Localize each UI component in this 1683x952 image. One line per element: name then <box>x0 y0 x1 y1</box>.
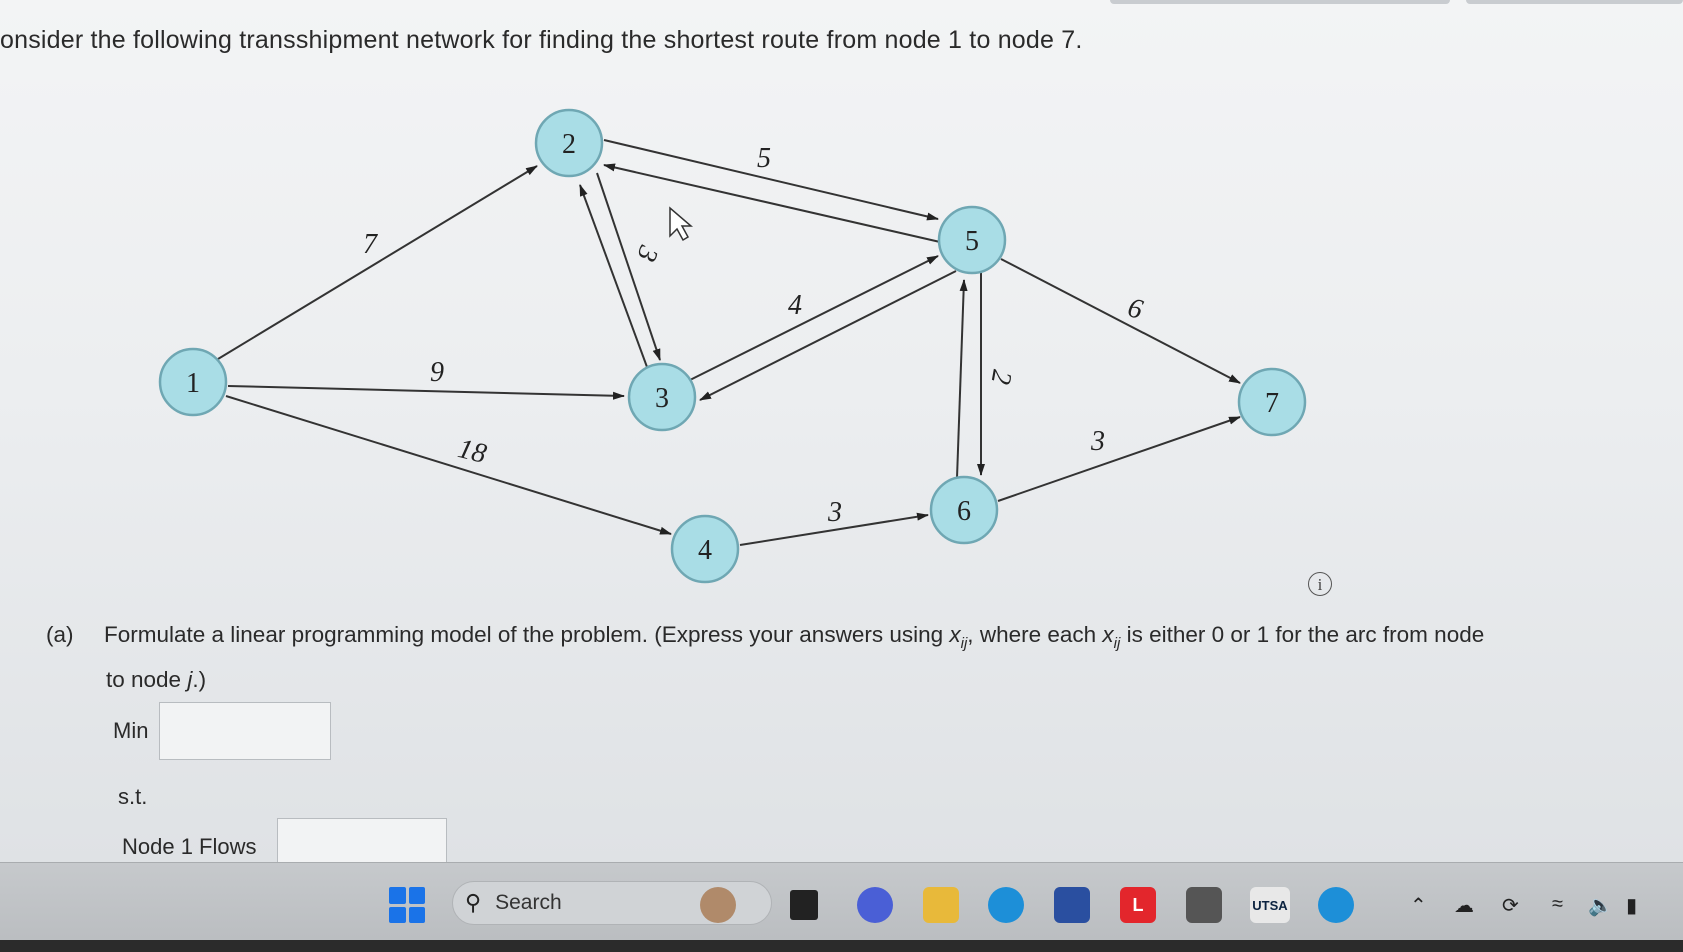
edge-6-7 <box>997 416 1241 502</box>
widget-avatar-icon[interactable] <box>700 887 736 923</box>
node-5: 5 <box>937 205 1007 275</box>
svg-text:6: 6 <box>957 496 971 527</box>
browser-page: onsider the following transshipment netw… <box>0 0 1683 862</box>
node-7: 7 <box>1237 367 1307 437</box>
st-label: s.t. <box>118 784 148 809</box>
top-tab-bar-2 <box>1466 0 1683 4</box>
screen-bezel <box>0 940 1683 952</box>
edge-2-3 <box>596 172 661 361</box>
node-1-flows-label: Node 1 Flows <box>122 834 257 859</box>
edge-1-2 <box>217 165 538 360</box>
edge-6-5 <box>956 279 968 479</box>
edge-4-6 <box>739 512 929 546</box>
node-3: 3 <box>627 362 697 432</box>
search-label: Search <box>495 891 562 914</box>
part-a-tag: (a) <box>46 622 74 647</box>
weight-1-4: 18 <box>455 433 490 470</box>
microsoft-store-icon[interactable] <box>1054 887 1090 923</box>
taskbar: ⚲ Search L UTSA ⌃ ☁ ⟳ ≈ 🔈 ▮ <box>0 862 1683 952</box>
wifi-icon[interactable]: ≈ <box>1552 893 1563 915</box>
utsa-icon[interactable]: UTSA <box>1250 887 1290 923</box>
volume-icon[interactable]: 🔈 <box>1588 895 1613 917</box>
edge-3-2 <box>579 184 648 368</box>
mouse-cursor <box>669 206 694 242</box>
weight-5-6: 2 <box>985 368 1018 387</box>
node-6: 6 <box>929 475 999 545</box>
svg-text:3: 3 <box>655 383 669 414</box>
svg-text:4: 4 <box>698 535 712 566</box>
edge-5-7 <box>1000 258 1241 384</box>
objective-input[interactable] <box>159 702 331 760</box>
edge-1-3 <box>227 385 625 400</box>
node-1-flows-input[interactable] <box>277 818 447 862</box>
calculator-icon[interactable] <box>1186 887 1222 923</box>
node-2: 2 <box>534 108 604 178</box>
weight-2-5: 5 <box>757 143 771 174</box>
weight-5-7: 6 <box>1124 292 1146 326</box>
edge-browser-icon[interactable] <box>1318 887 1354 923</box>
edge-dev-icon[interactable] <box>988 887 1024 923</box>
question-text: onsider the following transshipment netw… <box>0 26 1083 54</box>
edge-3-5 <box>689 255 939 381</box>
lenovo-icon[interactable]: L <box>1120 887 1156 923</box>
info-icon[interactable]: i <box>1308 572 1332 596</box>
edge-2-5 <box>603 139 939 221</box>
task-view-icon[interactable] <box>790 890 818 920</box>
node-1: 1 <box>158 347 228 417</box>
sync-icon[interactable]: ⟳ <box>1502 895 1519 917</box>
file-explorer-icon[interactable] <box>923 887 959 923</box>
svg-text:2: 2 <box>562 129 576 160</box>
chevron-up-icon[interactable]: ⌃ <box>1410 895 1427 917</box>
weight-4-6: 3 <box>827 497 842 528</box>
windows-start-icon[interactable] <box>389 887 425 923</box>
weight-1-2: 7 <box>363 229 378 260</box>
weight-3-5: 4 <box>788 290 802 321</box>
weight-6-7: 3 <box>1090 426 1105 457</box>
weight-1-3: 9 <box>430 357 444 388</box>
part-a-instructions: (a)Formulate a linear programming model … <box>46 617 1683 698</box>
edge-5-2 <box>603 163 941 243</box>
edge-5-3 <box>699 270 957 401</box>
svg-text:7: 7 <box>1265 388 1279 419</box>
weight-2-3: 3 <box>630 241 664 266</box>
svg-text:5: 5 <box>965 226 979 257</box>
edge-1-4 <box>225 395 672 535</box>
search-icon: ⚲ <box>465 890 482 915</box>
min-label: Min <box>113 718 149 743</box>
node-4: 4 <box>670 514 740 584</box>
battery-icon[interactable]: ▮ <box>1626 895 1638 917</box>
network-diagram: 7 9 18 3 5 4 3 2 6 3 1 2 3 4 5 <box>158 108 1307 584</box>
onedrive-icon[interactable]: ☁ <box>1454 895 1474 917</box>
top-tab-bar <box>1110 0 1450 4</box>
svg-text:1: 1 <box>186 368 200 399</box>
teams-chat-icon[interactable] <box>857 887 893 923</box>
